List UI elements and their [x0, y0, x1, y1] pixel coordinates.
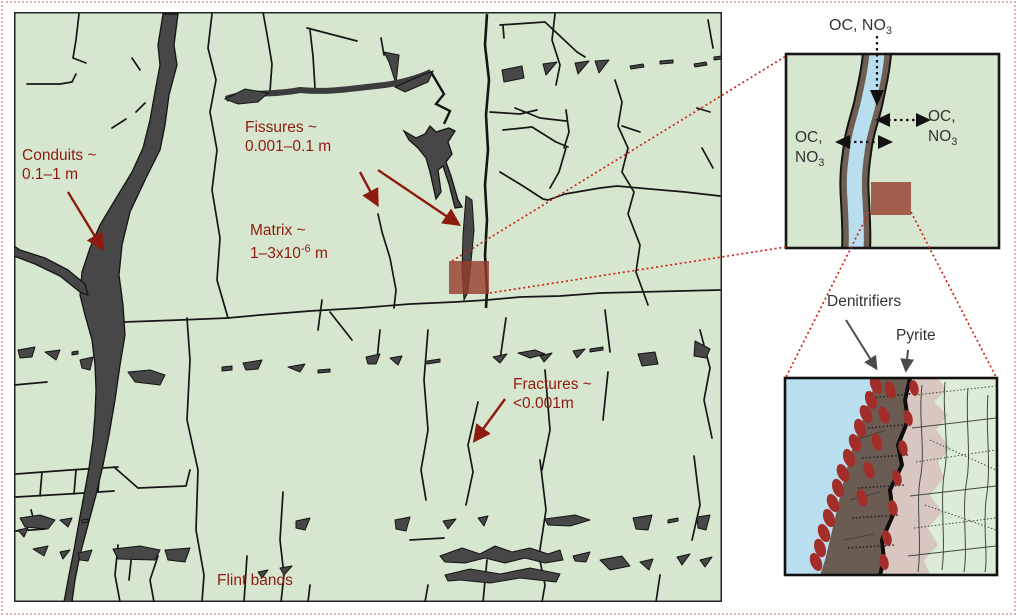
fissures-arrow-left — [358, 171, 379, 208]
halo-pink-band — [880, 378, 950, 575]
zoom-square-inset — [871, 182, 911, 215]
matrix-label: Matrix ~ 1–3x10-6 m — [250, 222, 328, 263]
solutes-left-label: OC, NO3 — [795, 129, 825, 170]
biofilm-inset-panel — [783, 319, 999, 577]
conduits-label: Conduits ~ 0.1–1 m — [22, 147, 97, 183]
matrix-fracture-net — [907, 381, 997, 573]
pyrite-label: Pyrite — [896, 327, 936, 344]
solutes-top-label: OC, NO3 — [829, 17, 893, 38]
denitrifiers-label: Denitrifiers — [827, 293, 902, 310]
annotation-arrows — [66, 169, 506, 443]
conduit-shape — [14, 13, 179, 602]
fissures-label: Fissures ~ 0.001–0.1 m — [245, 119, 332, 155]
conduits-arrow — [66, 191, 104, 252]
flint-bands-label: Flint bands — [217, 572, 293, 589]
solute-arrows — [835, 36, 931, 149]
water-zone — [785, 378, 877, 575]
main-fracture-panel — [14, 12, 722, 602]
pyrite-arrow — [900, 349, 915, 373]
denitrifiers-arrow — [845, 319, 878, 371]
fissures-arrow-right — [377, 169, 461, 227]
fractures-label: Fractures ~ <0.001m — [513, 376, 592, 412]
denitrifier-cells — [809, 378, 919, 572]
solutes-right-label: OC, NO3 — [928, 108, 958, 149]
fractures-arrow — [472, 398, 506, 443]
zoom-square-main — [449, 261, 489, 294]
